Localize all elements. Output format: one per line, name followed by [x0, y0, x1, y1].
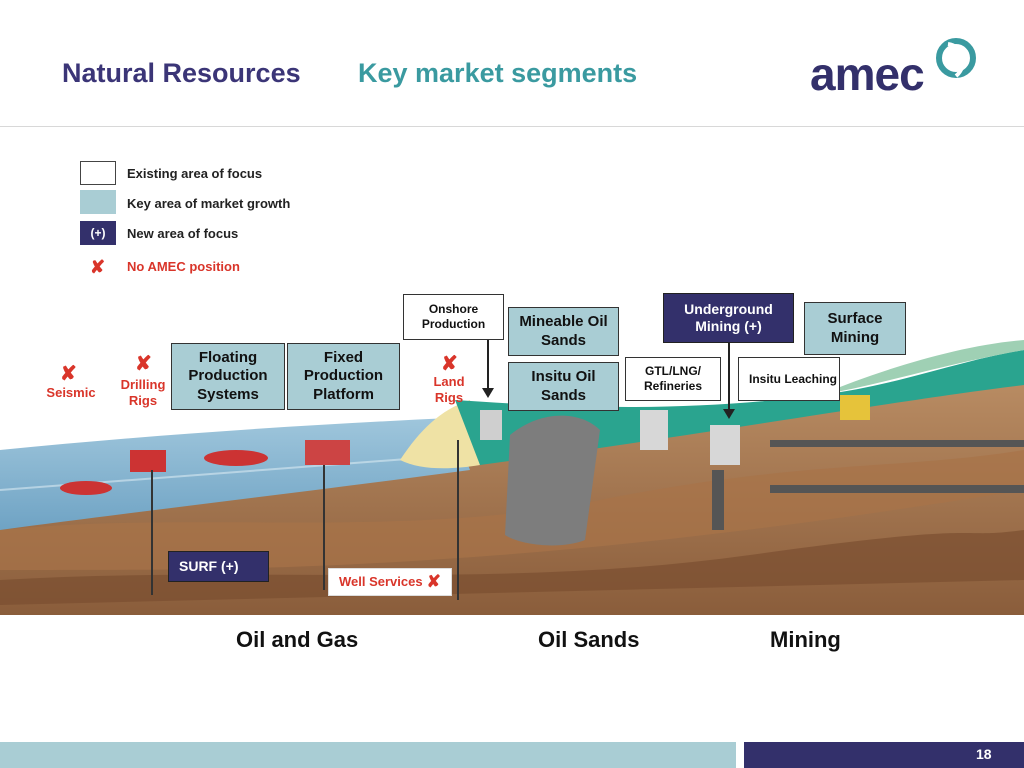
x-mark-icon: ✘: [90, 257, 106, 277]
land-rigs-x-icon: ✘: [441, 353, 458, 375]
well-services-x-icon: ✘: [426, 571, 441, 591]
page-number: 18: [976, 746, 992, 762]
onshore-production-box: Onshore Production: [403, 294, 504, 340]
fixed-production-box: Fixed Production Platform: [287, 343, 400, 410]
category-oil-gas: Oil and Gas: [236, 627, 359, 652]
surf-box: SURF (+): [168, 551, 269, 582]
footer-page-bar: [744, 742, 1024, 768]
seismic-label: Seismic: [46, 385, 96, 400]
amec-logo-icon: amec: [810, 38, 976, 100]
onshore-arrow-icon: [482, 340, 494, 398]
seismic-x-icon: ✘: [60, 363, 77, 385]
insitu-leaching-box: Insitu Leaching: [738, 357, 840, 401]
surface-mining-box: Surface Mining: [804, 302, 906, 355]
footer-bar: [0, 742, 736, 768]
underground-mining-box: Underground Mining (+): [663, 293, 794, 343]
floating-production-box: Floating Production Systems: [171, 343, 285, 410]
legend-existing-label: Existing area of focus: [127, 166, 263, 181]
legend-swatch-existing: [80, 161, 116, 185]
drilling-rigs-x-icon: ✘: [135, 353, 152, 375]
gtl-lng-box: GTL/LNG/ Refineries: [625, 357, 721, 401]
well-services-box: Well Services ✘: [328, 568, 452, 596]
well-services-label: Well Services: [339, 574, 423, 590]
header-divider: [0, 126, 1024, 127]
legend-swatch-growth: [80, 190, 116, 214]
legend-new-label: New area of focus: [127, 226, 239, 241]
legend-swatch-new: (+): [80, 221, 116, 245]
legend-growth-label: Key area of market growth: [127, 196, 291, 211]
category-mining: Mining: [770, 627, 841, 652]
legend-no-position-label: No AMEC position: [127, 259, 240, 274]
underground-arrow-icon: [723, 343, 735, 419]
page-subtitle: Key market segments: [358, 58, 638, 88]
logo-text: amec: [810, 48, 924, 100]
category-oil-sands: Oil Sands: [538, 627, 640, 652]
page-title: Natural Resources: [62, 58, 301, 88]
mineable-oil-sands-box: Mineable Oil Sands: [508, 307, 619, 356]
insitu-oil-sands-box: Insitu Oil Sands: [508, 362, 619, 411]
drilling-rigs-label: Drilling Rigs: [120, 377, 166, 409]
land-rigs-label: Land Rigs: [433, 374, 465, 406]
